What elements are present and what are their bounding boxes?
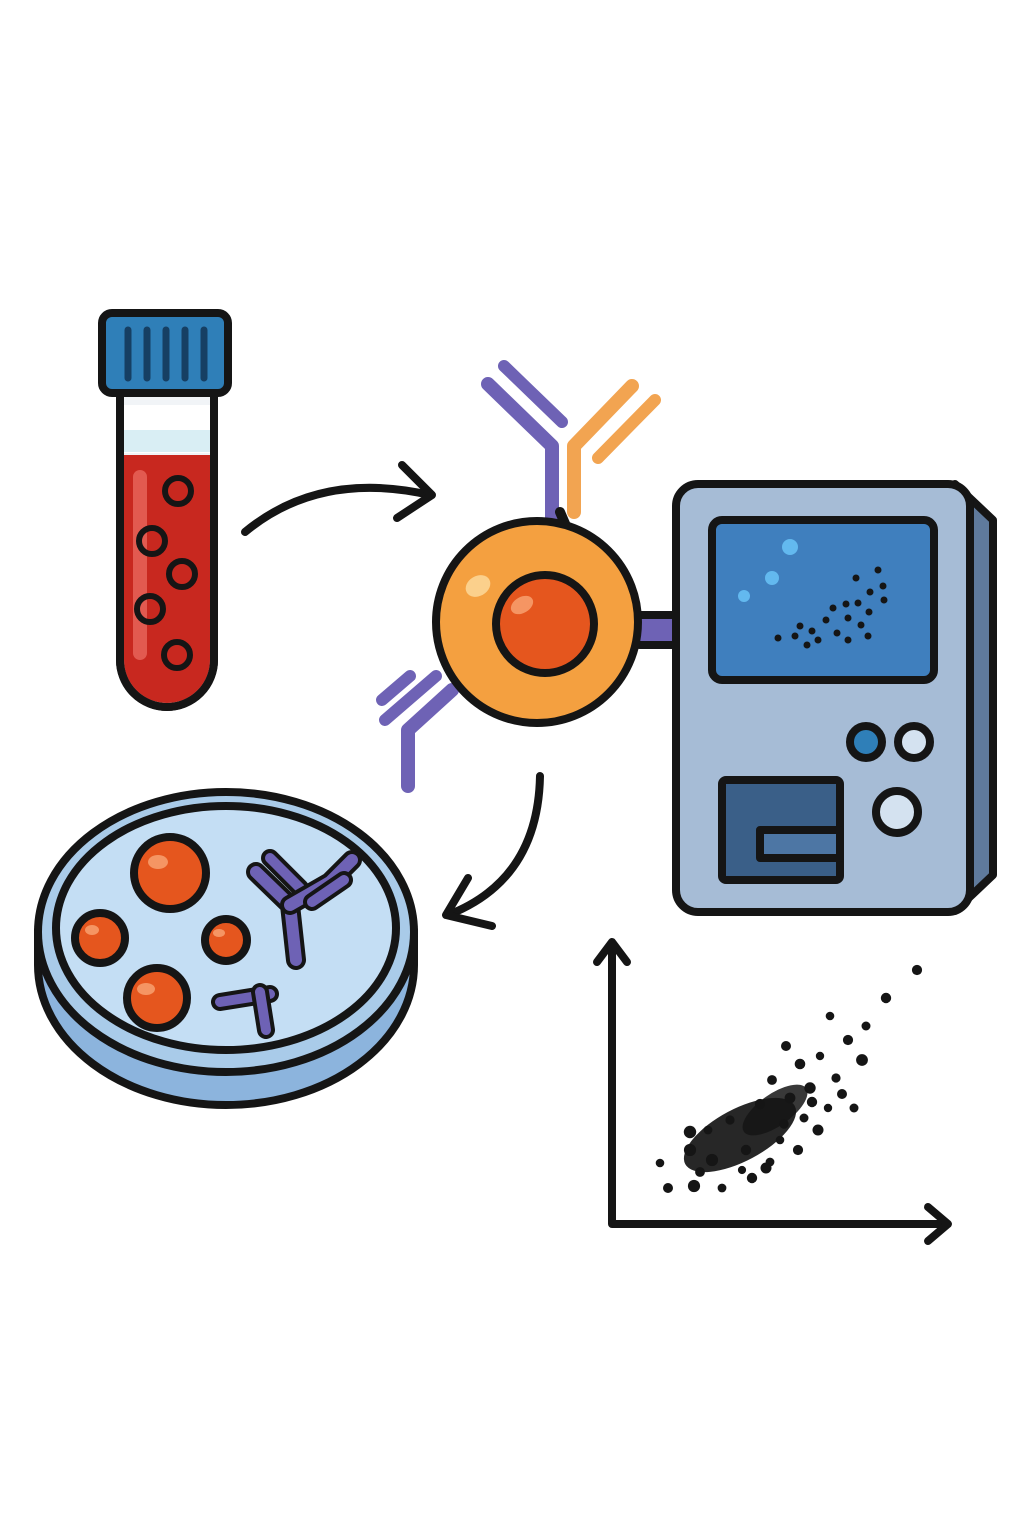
plot-point xyxy=(781,1041,791,1051)
plot-point xyxy=(705,1153,719,1167)
plot-point xyxy=(794,1058,806,1070)
plot-point xyxy=(740,1144,752,1156)
plot-point xyxy=(760,1162,772,1174)
plot-point xyxy=(880,992,892,1004)
plot-point xyxy=(703,1125,713,1135)
nucleus-highlight xyxy=(510,595,534,615)
plot-point xyxy=(725,1115,735,1125)
plot-point xyxy=(683,1143,697,1157)
plot-point xyxy=(815,1051,825,1061)
plot-point xyxy=(837,1089,847,1099)
plot-point xyxy=(754,1098,766,1110)
plot-point xyxy=(861,1021,871,1031)
plot-point xyxy=(687,1179,701,1193)
flow-cytometer xyxy=(672,480,997,916)
plot-point xyxy=(663,1183,673,1193)
plot-point xyxy=(831,1073,841,1083)
plot-point xyxy=(717,1183,727,1193)
arrow-cell-to-dish xyxy=(442,772,544,930)
tube-outline xyxy=(116,388,218,711)
plot-point xyxy=(683,1125,697,1139)
blood-cells xyxy=(134,475,198,671)
plot-point xyxy=(775,1135,785,1145)
plot-point xyxy=(655,1158,665,1168)
plot-point xyxy=(746,1172,758,1184)
plot-axes xyxy=(608,941,950,1228)
cell-highlight xyxy=(465,575,491,597)
plot-point xyxy=(849,1103,859,1113)
instrument-button-light xyxy=(894,722,934,762)
plot-point xyxy=(737,1165,747,1175)
dish-cells xyxy=(71,833,251,1032)
scatter-plot xyxy=(593,938,952,1245)
culture-dish xyxy=(34,788,418,1109)
plot-point xyxy=(804,1082,816,1094)
plot-point xyxy=(856,1054,868,1066)
screen-dots xyxy=(738,539,888,649)
antibody-top xyxy=(481,360,661,531)
blood-sample-tube xyxy=(98,309,232,711)
plot-point xyxy=(767,1075,777,1085)
antibody-left xyxy=(376,670,459,793)
x-axis-arrowhead xyxy=(924,1203,952,1245)
cap-ridges xyxy=(124,326,208,382)
arrow-tube-to-cell xyxy=(241,461,436,536)
plot-point xyxy=(779,1119,789,1129)
instrument-dial xyxy=(872,787,922,837)
tube-label-shade xyxy=(124,430,210,452)
plot-point xyxy=(823,1103,833,1113)
instrument-button-blue xyxy=(846,722,886,762)
y-axis-arrowhead xyxy=(593,938,631,966)
plot-points xyxy=(655,964,923,1193)
dish-antibody-large xyxy=(246,849,362,970)
cell-nucleus xyxy=(492,571,598,677)
labeled-cell xyxy=(376,360,726,793)
plot-point xyxy=(812,1124,824,1136)
plot-point xyxy=(911,964,923,976)
plot-point xyxy=(792,1144,804,1156)
slot-tray xyxy=(756,826,844,862)
plot-point xyxy=(695,1167,705,1177)
instrument-screen xyxy=(708,516,938,684)
plot-point xyxy=(799,1113,809,1123)
plot-point xyxy=(825,1011,835,1021)
plot-point xyxy=(806,1096,818,1108)
plot-point xyxy=(842,1034,854,1046)
dish-antibody-fragment xyxy=(211,983,279,1039)
tube-highlight xyxy=(133,470,147,660)
plot-point xyxy=(784,1092,796,1104)
